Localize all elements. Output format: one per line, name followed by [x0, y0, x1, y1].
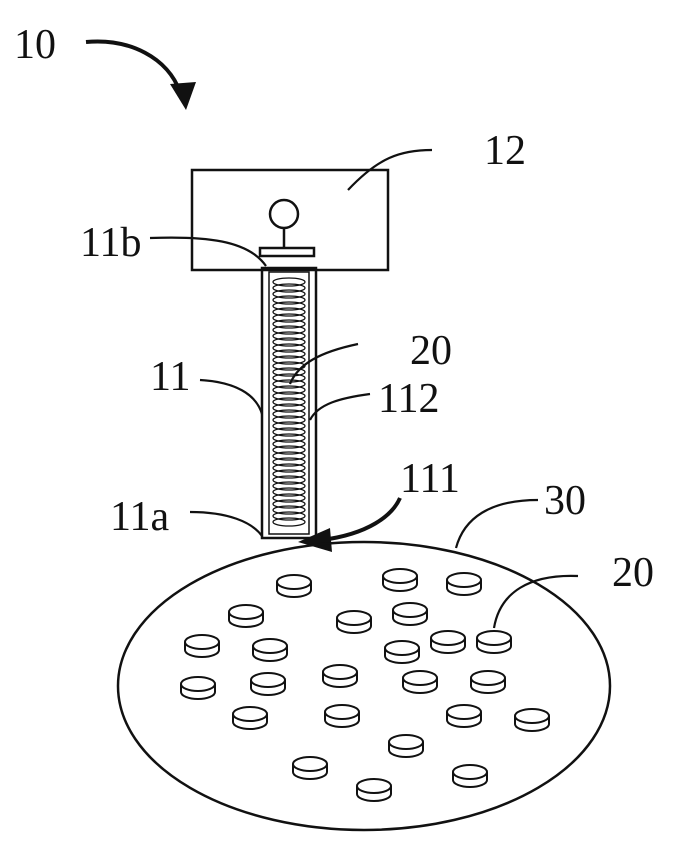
tablet — [233, 707, 267, 729]
tablet — [251, 673, 285, 695]
tablet — [293, 757, 327, 779]
tablet — [253, 639, 287, 661]
tube-bottom-leader — [190, 512, 262, 536]
tablet — [477, 631, 511, 653]
label-head: 12 — [484, 128, 526, 174]
tablet — [403, 671, 437, 693]
tube-leader — [200, 380, 262, 414]
tablet — [181, 677, 215, 699]
tablet-stack — [273, 278, 305, 526]
tablet — [357, 779, 391, 801]
tablet — [383, 569, 417, 591]
tablet — [447, 705, 481, 727]
tablet — [431, 631, 465, 653]
stacked-tablet — [273, 518, 305, 526]
tablet — [325, 705, 359, 727]
stack-leader — [290, 344, 358, 384]
label-channel: 112 — [378, 376, 439, 422]
tablet — [323, 665, 357, 687]
tube-top-leader — [150, 238, 266, 266]
device-arrow-head — [170, 82, 196, 110]
label-stack: 20 — [410, 328, 452, 374]
head-knob — [270, 200, 298, 228]
head-plate — [260, 248, 314, 256]
tablet — [447, 573, 481, 595]
tablet — [229, 605, 263, 627]
tablet — [385, 641, 419, 663]
plate-leader — [456, 500, 538, 548]
label-tube: 11 — [150, 354, 190, 400]
tablet — [453, 765, 487, 787]
label-plate: 30 — [544, 478, 586, 524]
label-tube-top: 11b — [80, 220, 141, 266]
label-outlet: 111 — [400, 456, 460, 502]
tablet — [393, 603, 427, 625]
label-tube-bottom: 11a — [110, 494, 169, 540]
tablet — [471, 671, 505, 693]
tablet — [277, 575, 311, 597]
tablet — [185, 635, 219, 657]
tube-inner-channel — [269, 272, 309, 534]
outlet-arrow-line — [322, 498, 400, 540]
tablet — [337, 611, 371, 633]
label-device: 10 — [14, 22, 56, 68]
tablets — [181, 569, 549, 801]
tablet — [515, 709, 549, 731]
channel-leader — [310, 394, 370, 420]
tablet — [389, 735, 423, 757]
label-tablet: 20 — [612, 550, 654, 596]
device-arrow-line — [86, 41, 180, 92]
